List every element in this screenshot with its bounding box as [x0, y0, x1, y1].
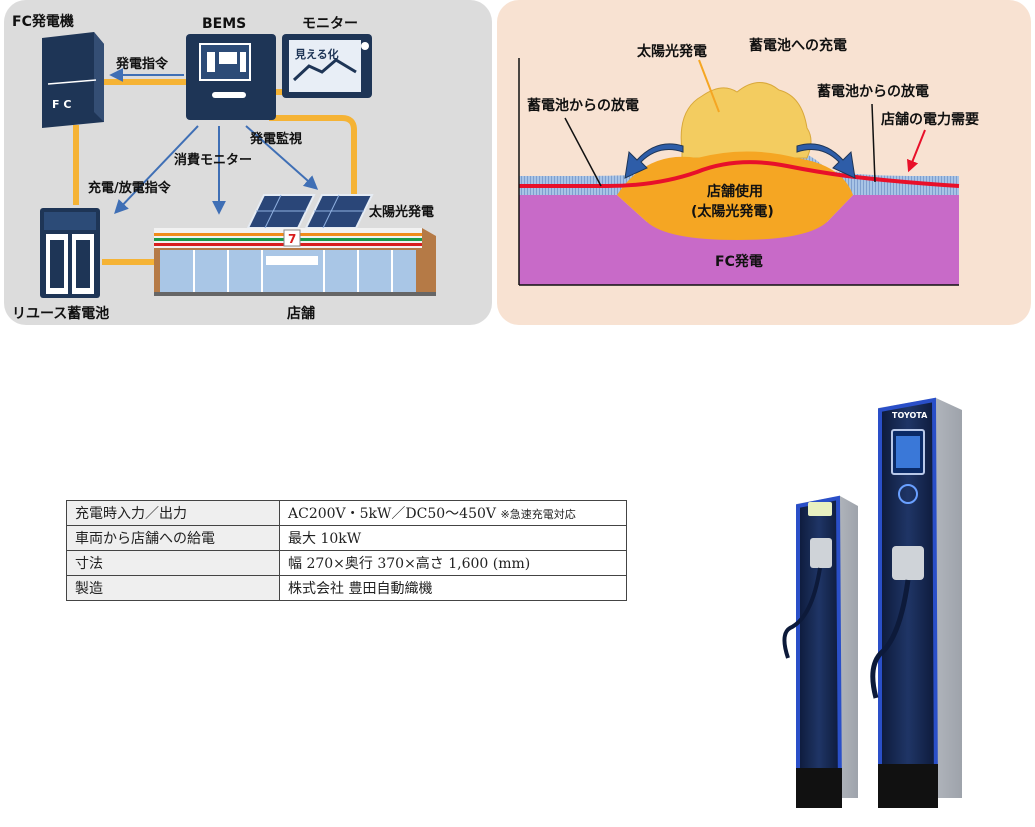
spec-value: AC200V・5kW／DC50～450V ※急速充電対応 — [280, 501, 627, 526]
solar-power-label: 太陽光発電 — [368, 204, 434, 220]
bems-label: BEMS — [202, 16, 246, 32]
battery-charge-label: 蓄電池への充電 — [749, 37, 847, 54]
fc-generator-label: FC発電機 — [12, 13, 74, 30]
charger-spec-table: 充電時入力／出力 AC200V・5kW／DC50～450V ※急速充電対応 車両… — [66, 500, 627, 601]
solar-panel-icon — [248, 195, 372, 228]
battery-discharge-right-label: 蓄電池からの放電 — [817, 83, 929, 100]
fc-power-label: FC発電 — [715, 253, 763, 270]
spec-value: 株式会社 豊田自動織機 — [280, 576, 627, 601]
generation-monitoring-label: 発電監視 — [249, 131, 302, 147]
store-use-label-1: 店舗使用 — [707, 183, 763, 200]
charge-discharge-command-label: 充電/放電指令 — [88, 180, 172, 196]
spec-label: 車両から店舗への給電 — [67, 526, 280, 551]
store-label: 店舗 — [287, 305, 315, 322]
spec-label: 充電時入力／出力 — [67, 501, 280, 526]
demand-leader — [909, 130, 925, 170]
battery-discharge-left-label: 蓄電池からの放電 — [527, 97, 639, 114]
store-use-label-2: (太陽光発電) — [691, 203, 774, 220]
charger-small — [784, 496, 858, 808]
table-row: 製造 株式会社 豊田自動織機 — [67, 576, 627, 601]
charger-brand-logo: TOYOTA — [892, 411, 928, 420]
bems-controller-icon — [186, 34, 276, 120]
fc-box-label: F C — [52, 98, 71, 111]
spec-label: 寸法 — [67, 551, 280, 576]
table-row: 寸法 幅 270×奥行 370×高さ 1,600 (mm) — [67, 551, 627, 576]
generation-command-label: 発電指令 — [115, 56, 169, 72]
reuse-battery-label: リユース蓄電池 — [12, 305, 109, 322]
solar-power-label: 太陽光発電 — [637, 43, 707, 60]
energy-balance-panel: 太陽光発電 蓄電池への充電 蓄電池からの放電 蓄電池からの放電 店舗の電力需要 … — [497, 0, 1031, 325]
spec-value-text: AC200V・5kW／DC50～450V — [288, 506, 496, 522]
consumption-monitor-label: 消費モニター — [174, 152, 252, 168]
charger-photo: TOYOTA — [760, 378, 990, 822]
ev-charger-illustration: TOYOTA — [760, 378, 990, 818]
store-sign: 7 — [288, 232, 296, 246]
spec-label: 製造 — [67, 576, 280, 601]
spec-value: 幅 270×奥行 370×高さ 1,600 (mm) — [280, 551, 627, 576]
table-row: 車両から店舗への給電 最大 10kW — [67, 526, 627, 551]
table-row: 充電時入力／出力 AC200V・5kW／DC50～450V ※急速充電対応 — [67, 501, 627, 526]
monitor-icon: 見える化 — [282, 34, 372, 98]
monitor-label: モニター — [302, 16, 358, 32]
spec-value: 最大 10kW — [280, 526, 627, 551]
system-diagram-panel: F C FC発電機 BEMS モニター 見える化 発電 — [4, 0, 492, 325]
monitor-screen-label: 見える化 — [294, 47, 339, 61]
fc-generator-icon: F C — [42, 32, 104, 128]
solar-bump — [681, 82, 811, 158]
charger-tall: TOYOTA — [873, 398, 962, 808]
store-building-icon: 7 — [154, 228, 436, 296]
spec-note: ※急速充電対応 — [500, 508, 575, 521]
energy-balance-diagram: 太陽光発電 蓄電池への充電 蓄電池からの放電 蓄電池からの放電 店舗の電力需要 … — [497, 0, 1031, 325]
reuse-battery-icon — [40, 208, 100, 298]
store-demand-label: 店舗の電力需要 — [881, 111, 979, 128]
system-diagram: F C FC発電機 BEMS モニター 見える化 発電 — [4, 0, 492, 325]
